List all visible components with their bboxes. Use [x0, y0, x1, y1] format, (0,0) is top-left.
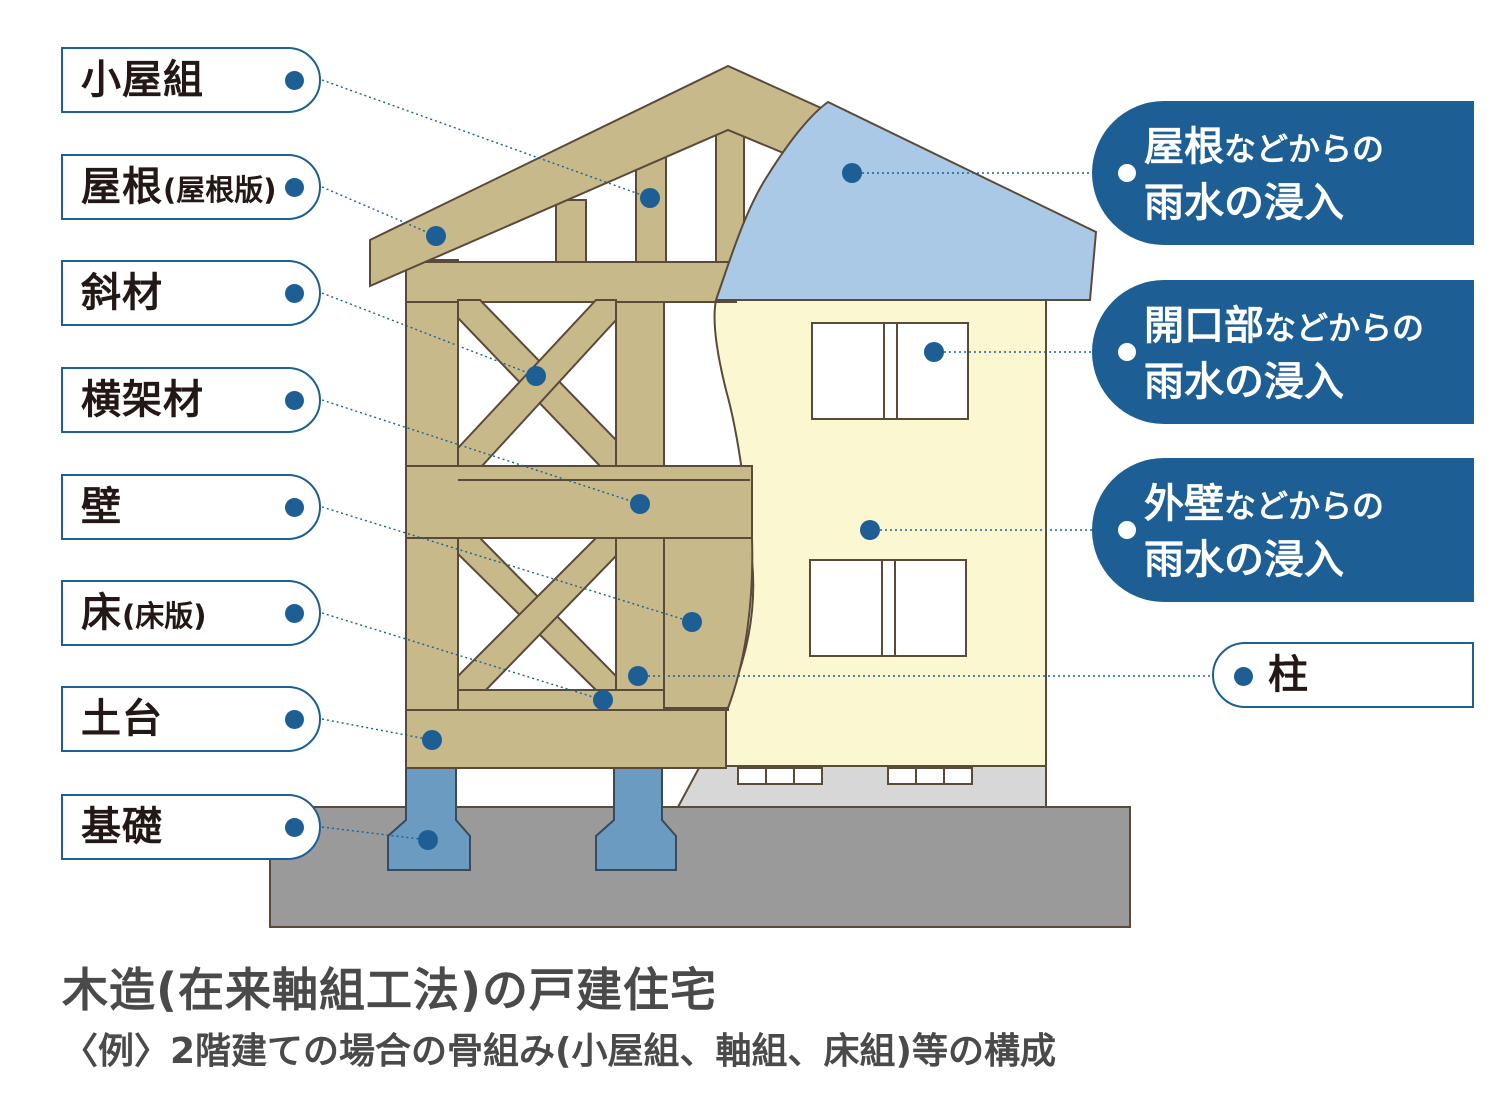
- label-text: 横架材: [81, 377, 204, 423]
- label-horizontal-member: 横架材: [61, 367, 321, 433]
- label-text: 床(床版): [81, 590, 207, 636]
- label-exterior-wall-water: 外壁などからの 雨水の浸入: [1092, 458, 1474, 602]
- marker-dot: [285, 391, 304, 410]
- label-text: 小屋組: [81, 57, 204, 103]
- label-floor: 床(床版): [61, 580, 321, 646]
- label-wall: 壁: [61, 474, 321, 540]
- label-roof-water: 屋根などからの 雨水の浸入: [1092, 101, 1474, 245]
- label-text: 斜材: [81, 270, 163, 316]
- marker-dot: [1118, 164, 1136, 182]
- label-line1: 外壁などからの: [1144, 481, 1385, 527]
- label-text: 屋根(屋根版): [81, 164, 277, 210]
- label-sill: 土台: [61, 686, 321, 752]
- marker-dot: [285, 604, 304, 623]
- vent-icon: [737, 767, 973, 785]
- label-line2: 雨水の浸入: [1144, 180, 1344, 226]
- marker-dot: [285, 498, 304, 517]
- caption-title: 木造(在来軸組工法)の戸建住宅: [62, 963, 718, 1017]
- marker-dot: [285, 818, 304, 837]
- label-foundation: 基礎: [61, 794, 321, 860]
- leader-lines: [321, 79, 1212, 841]
- label-roof: 屋根(屋根版): [61, 154, 321, 220]
- label-text: 土台: [81, 696, 163, 742]
- label-text: 柱: [1268, 652, 1308, 698]
- base-strip: [676, 765, 1047, 808]
- marker-dot: [1234, 667, 1253, 686]
- marker-dot: [1118, 343, 1136, 361]
- marker-dots: [418, 163, 944, 850]
- label-line2: 雨水の浸入: [1144, 359, 1344, 405]
- roof-skin: [714, 100, 1098, 301]
- label-text: 基礎: [81, 804, 163, 850]
- window-icon: [809, 322, 969, 657]
- marker-dot: [285, 710, 304, 729]
- label-brace: 斜材: [61, 260, 321, 326]
- label-pillar: 柱: [1212, 642, 1474, 708]
- label-line1: 屋根などからの: [1144, 124, 1385, 170]
- label-text: 壁: [81, 484, 122, 530]
- foundation-piers: [387, 767, 677, 871]
- marker-dot: [1118, 521, 1136, 539]
- label-opening-water: 開口部などからの 雨水の浸入: [1092, 280, 1474, 424]
- label-roof-truss: 小屋組: [61, 47, 321, 113]
- marker-dot: [285, 284, 304, 303]
- label-line1: 開口部などからの: [1144, 303, 1425, 349]
- marker-dot: [285, 178, 304, 197]
- caption-subtitle: 〈例〉2階建ての場合の骨組み(小屋組、軸組、床組)等の構成: [62, 1031, 1056, 1072]
- marker-dot: [285, 71, 304, 90]
- label-line2: 雨水の浸入: [1144, 537, 1344, 583]
